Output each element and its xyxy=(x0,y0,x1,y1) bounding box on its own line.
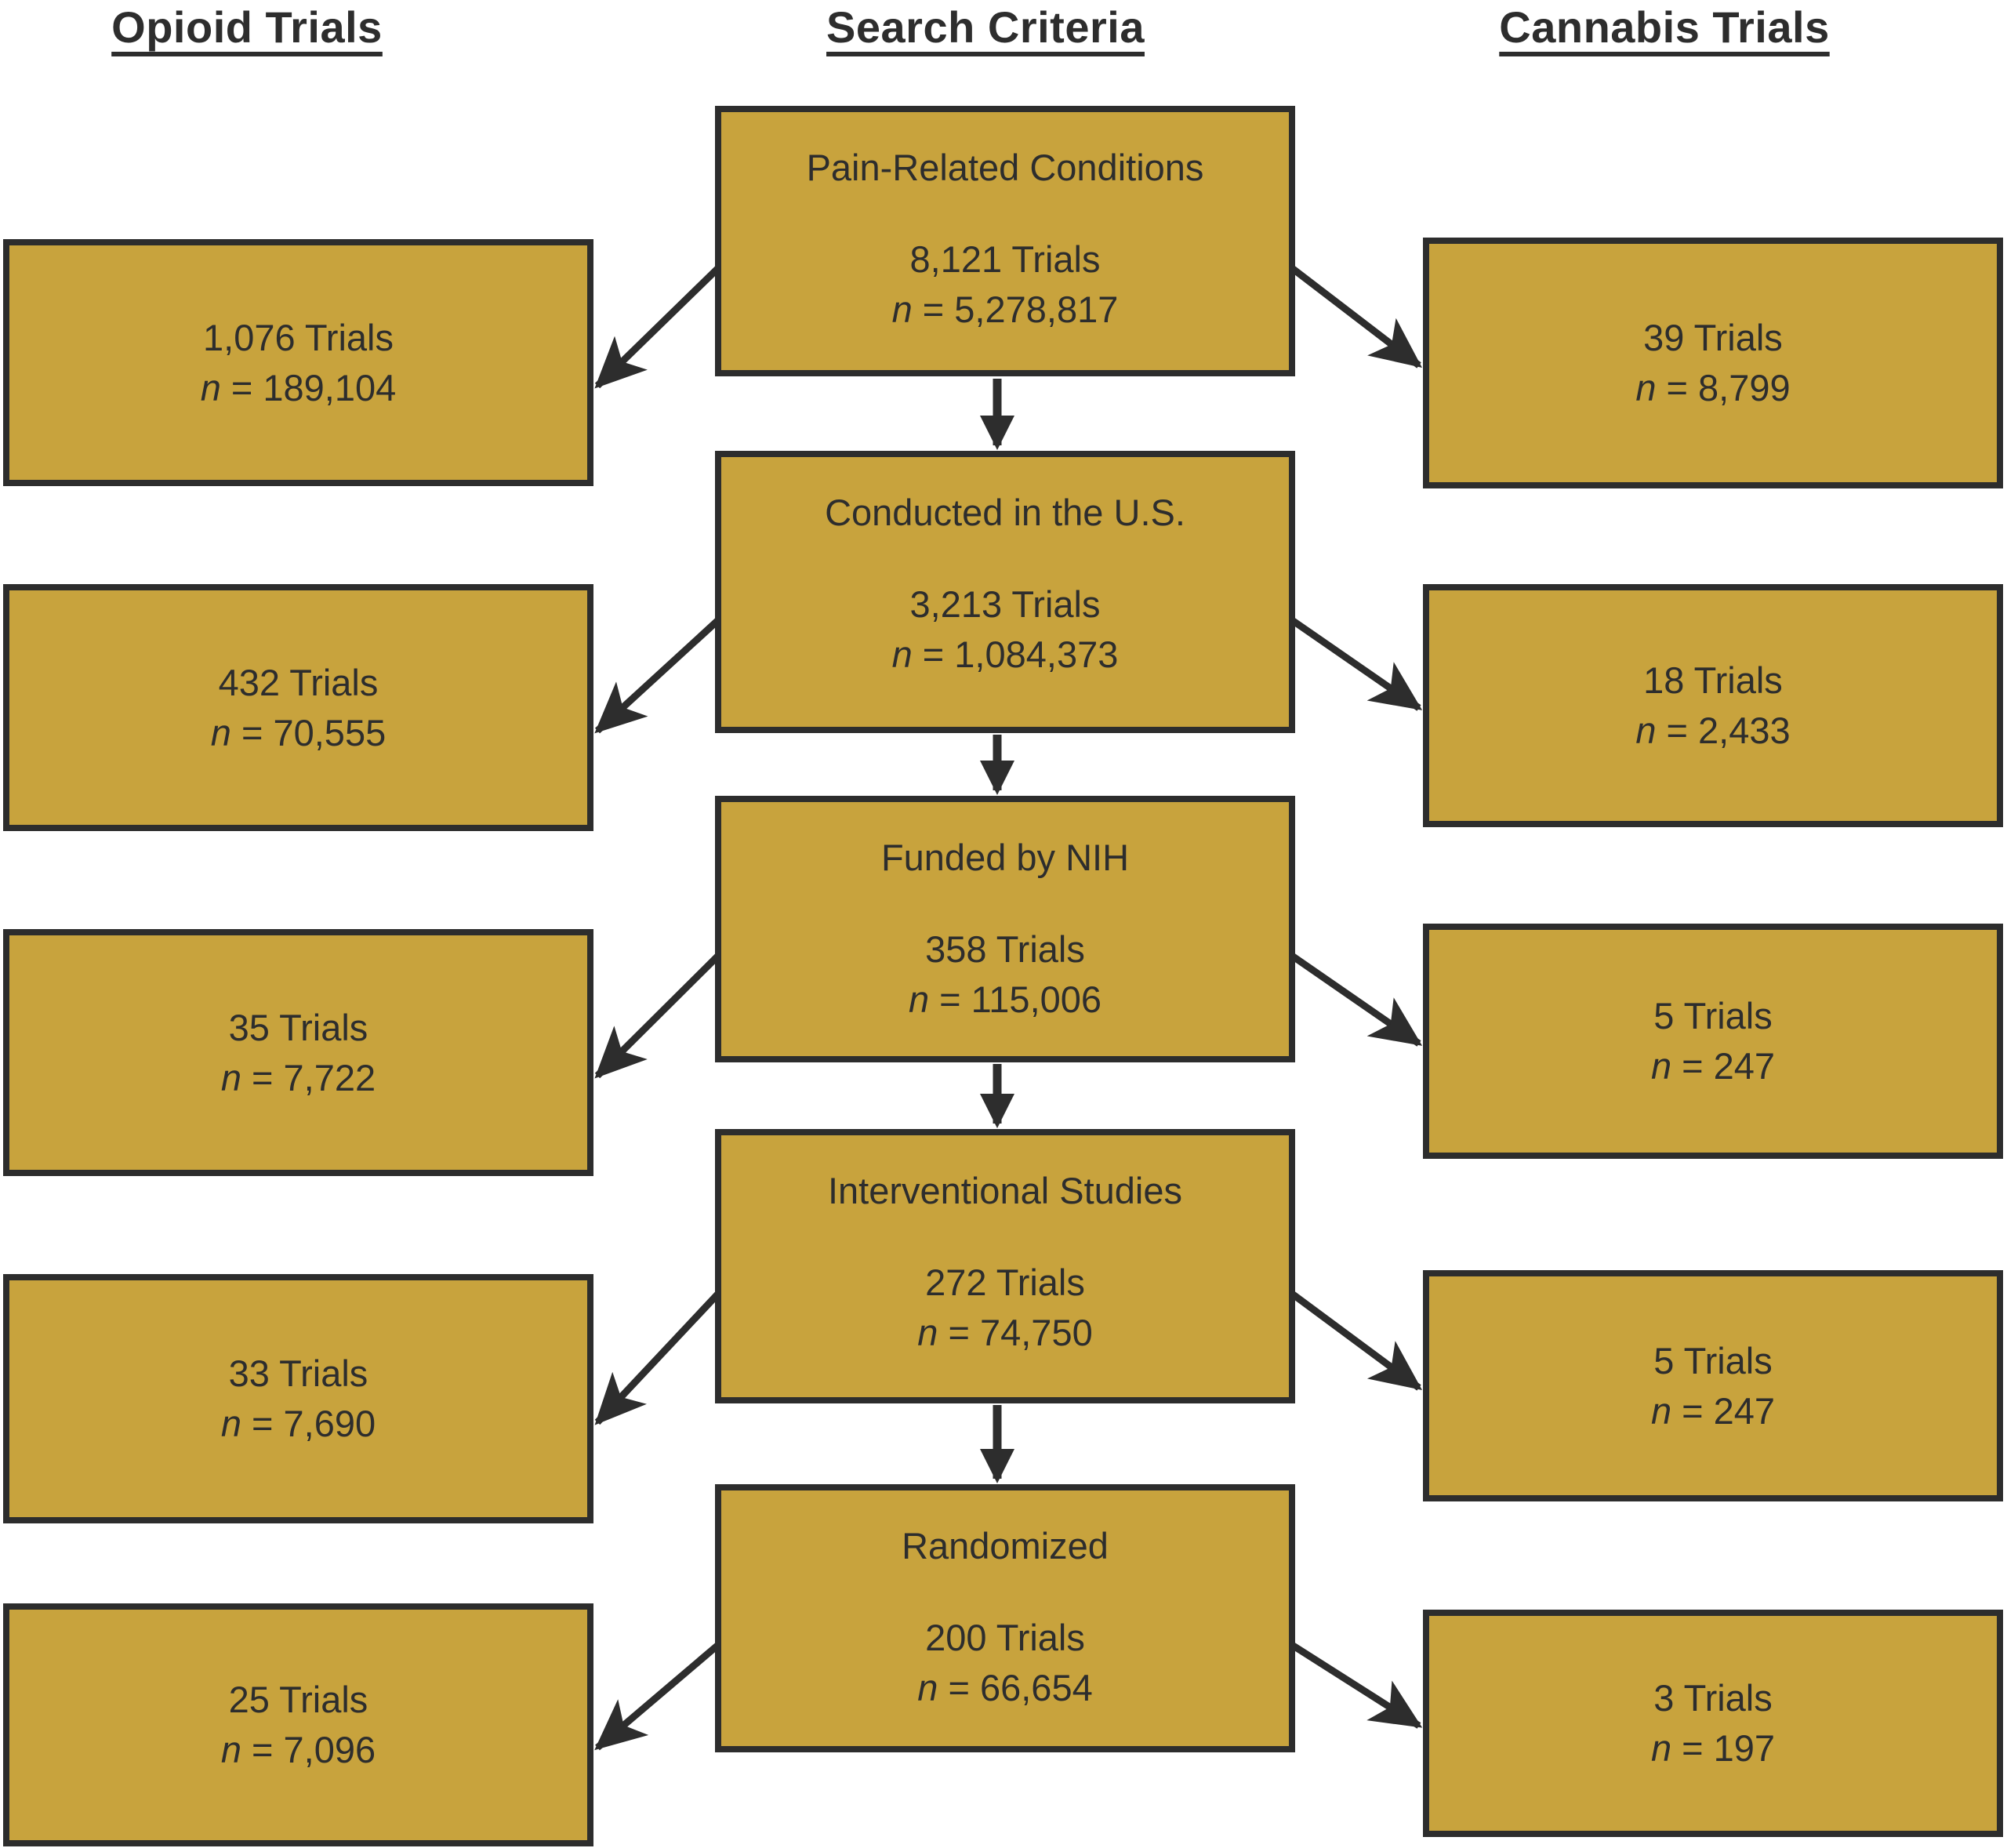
sample-size: n = 70,555 xyxy=(210,711,387,753)
opioid-box-row-2: 432 Trials n = 70,555 xyxy=(3,584,593,831)
trials-count: 5 Trials xyxy=(1653,995,1773,1037)
trials-count: 39 Trials xyxy=(1643,317,1783,358)
sample-size: n = 8,799 xyxy=(1635,367,1791,408)
criteria-box-data: 3,213 Trials n = 1,084,373 xyxy=(892,579,1119,680)
criteria-box-title: Randomized xyxy=(902,1525,1109,1567)
trials-count: 358 Trials xyxy=(925,928,1085,970)
criteria-box-title: Interventional Studies xyxy=(827,1170,1182,1211)
sample-size: n = 7,096 xyxy=(220,1729,376,1770)
column-header-cannabis-trials: Cannabis Trials xyxy=(1499,2,1830,52)
opioid-box-row-5: 25 Trials n = 7,096 xyxy=(3,1603,593,1846)
sample-size: n = 2,433 xyxy=(1635,710,1791,751)
arrow-criteria-3-to-cannabis-3 xyxy=(1290,953,1423,1047)
arrow-criteria-5-to-cannabis-5 xyxy=(1290,1642,1423,1729)
trials-count: 200 Trials xyxy=(925,1617,1085,1658)
sample-size: n = 189,104 xyxy=(200,366,397,408)
sample-size: n = 7,722 xyxy=(220,1056,376,1098)
arrow-criteria-2-to-opioid-2 xyxy=(594,617,721,734)
arrow-criteria-2-to-cannabis-2 xyxy=(1290,617,1423,711)
sample-size: n = 5,278,817 xyxy=(891,289,1119,330)
trials-count: 8,121 Trials xyxy=(909,238,1101,280)
criteria-box-title: Funded by NIH xyxy=(880,837,1130,878)
arrow-criteria-1-to-cannabis-1 xyxy=(1290,265,1422,369)
sample-size: n = 66,654 xyxy=(917,1667,1093,1708)
trials-count: 3,213 Trials xyxy=(909,583,1101,625)
arrow-criteria-1-to-opioid-1 xyxy=(594,265,721,389)
sample-size: n = 115,006 xyxy=(908,978,1102,1020)
arrow-criteria-5-to-opioid-5 xyxy=(594,1642,720,1751)
column-header-search-criteria: Search Criteria xyxy=(826,2,1145,52)
arrow-criteria-4-to-cannabis-4 xyxy=(1290,1291,1423,1391)
trials-count: 5 Trials xyxy=(1653,1339,1773,1381)
arrow-criteria-4-to-opioid-4 xyxy=(594,1291,721,1425)
trials-count: 35 Trials xyxy=(228,1006,368,1048)
opioid-box-row-4: 33 Trials n = 7,690 xyxy=(3,1274,593,1523)
trials-count: 1,076 Trials xyxy=(203,316,394,358)
sample-size: n = 74,750 xyxy=(917,1312,1093,1353)
criteria-box-pain-related-conditions: Pain-Related Conditions 8,121 Trials n =… xyxy=(715,106,1295,376)
opioid-box-row-3: 35 Trials n = 7,722 xyxy=(3,929,593,1176)
column-header-opioid-trials: Opioid Trials xyxy=(111,2,383,52)
criteria-box-conducted-in-us: Conducted in the U.S. 3,213 Trials n = 1… xyxy=(715,451,1295,733)
cannabis-box-row-1: 39 Trials n = 8,799 xyxy=(1423,238,2003,488)
criteria-box-data: 358 Trials n = 115,006 xyxy=(909,924,1101,1025)
criteria-box-funded-by-nih: Funded by NIH 358 Trials n = 115,006 xyxy=(715,796,1295,1062)
sample-size: n = 247 xyxy=(1650,1389,1776,1432)
cannabis-box-row-2: 18 Trials n = 2,433 xyxy=(1423,584,2003,827)
trials-count: 432 Trials xyxy=(218,661,379,703)
trials-count: 3 Trials xyxy=(1653,1677,1773,1719)
trials-count: 33 Trials xyxy=(228,1352,368,1394)
criteria-box-data: 200 Trials n = 66,654 xyxy=(917,1613,1092,1713)
criteria-box-randomized: Randomized 200 Trials n = 66,654 xyxy=(715,1484,1295,1752)
criteria-box-interventional-studies: Interventional Studies 272 Trials n = 74… xyxy=(715,1129,1295,1403)
trials-count: 25 Trials xyxy=(228,1679,368,1720)
sample-size: n = 7,690 xyxy=(220,1403,376,1444)
criteria-box-title: Pain-Related Conditions xyxy=(806,147,1204,188)
sample-size: n = 1,084,373 xyxy=(891,634,1119,675)
criteria-box-title: Conducted in the U.S. xyxy=(825,492,1185,533)
sample-size: n = 247 xyxy=(1650,1045,1776,1087)
cannabis-box-row-5: 3 Trials n = 197 xyxy=(1423,1610,2003,1837)
criteria-box-data: 272 Trials n = 74,750 xyxy=(917,1258,1092,1358)
sample-size: n = 197 xyxy=(1650,1727,1776,1769)
criteria-box-data: 8,121 Trials n = 5,278,817 xyxy=(892,234,1119,335)
trials-count: 272 Trials xyxy=(925,1262,1085,1303)
opioid-box-row-1: 1,076 Trials n = 189,104 xyxy=(3,239,593,486)
arrow-criteria-3-to-opioid-3 xyxy=(594,953,721,1079)
cannabis-box-row-4: 5 Trials n = 247 xyxy=(1423,1270,2003,1501)
cannabis-box-row-3: 5 Trials n = 247 xyxy=(1423,924,2003,1159)
trials-count: 18 Trials xyxy=(1643,659,1783,701)
